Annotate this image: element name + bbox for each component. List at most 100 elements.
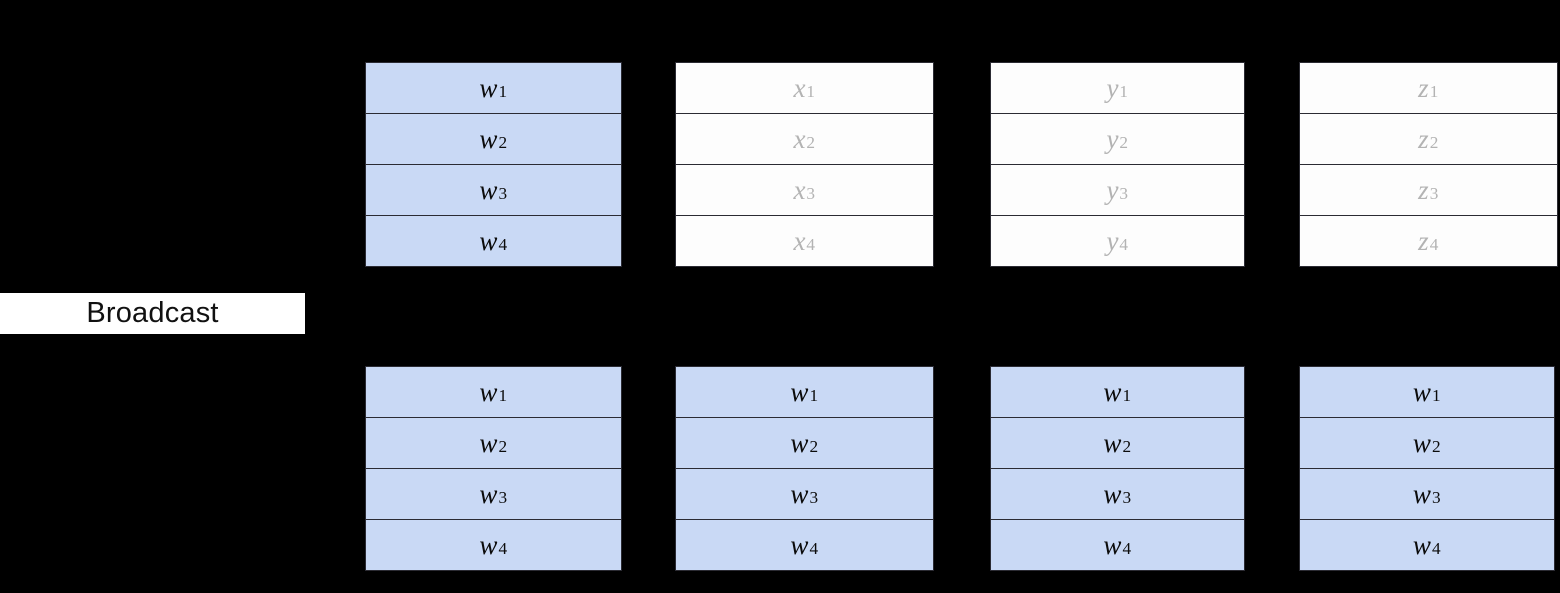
- cell-subscript: 1: [498, 386, 508, 406]
- cell-symbol: z: [1418, 72, 1430, 103]
- cell-symbol: x: [793, 225, 806, 256]
- cell-subscript: 1: [1431, 386, 1442, 406]
- cell-symbol: w: [790, 529, 809, 560]
- cell-symbol: w: [1103, 427, 1122, 458]
- cell-symbol: w: [1103, 529, 1122, 560]
- cell-symbol: z: [1418, 174, 1430, 205]
- cell-subscript: 4: [498, 539, 508, 559]
- cell-symbol: w: [479, 174, 498, 205]
- cell-symbol: w: [479, 225, 498, 256]
- cell-subscript: 2: [809, 437, 819, 457]
- cell-symbol: w: [479, 529, 498, 560]
- cell-subscript: 3: [498, 184, 508, 204]
- cell-symbol: w: [790, 376, 809, 407]
- cell-subscript: 4: [809, 539, 819, 559]
- cell-subscript: 2: [1431, 437, 1442, 457]
- cell-subscript: 2: [498, 133, 508, 153]
- cell-subscript: 4: [1431, 539, 1442, 559]
- cell-symbol: w: [790, 427, 809, 458]
- cell-symbol: y: [1106, 174, 1119, 205]
- cell-subscript: 1: [1122, 386, 1132, 406]
- cell-symbol: y: [1106, 123, 1119, 154]
- cell-symbol: w: [479, 123, 498, 154]
- cell-symbol: w: [790, 478, 809, 509]
- cell-subscript: 2: [1119, 133, 1129, 153]
- cell-subscript: 4: [1429, 235, 1439, 255]
- cell-symbol: x: [793, 123, 806, 154]
- cell-subscript: 3: [1122, 488, 1132, 508]
- broadcast-label-text: Broadcast: [86, 297, 219, 329]
- cell-subscript: 2: [498, 437, 508, 457]
- cell-symbol: w: [1412, 529, 1432, 560]
- cell-subscript: 2: [1429, 133, 1439, 153]
- cell-symbol: x: [793, 174, 806, 205]
- cell-symbol: x: [793, 72, 806, 103]
- cell-symbol: w: [1412, 376, 1432, 407]
- cell-symbol: w: [479, 72, 498, 103]
- cell-symbol: z: [1418, 123, 1430, 154]
- cell-subscript: 1: [498, 82, 508, 102]
- cell-subscript: 1: [1119, 82, 1129, 102]
- broadcast-label: Broadcast: [0, 293, 305, 334]
- cell-symbol: y: [1106, 225, 1119, 256]
- cell-subscript: 3: [1119, 184, 1129, 204]
- cell-symbol: w: [479, 427, 498, 458]
- cell-symbol: w: [1103, 376, 1122, 407]
- cell-symbol: w: [1412, 427, 1432, 458]
- cell-subscript: 2: [1122, 437, 1132, 457]
- cell-subscript: 3: [806, 184, 816, 204]
- cell-subscript: 3: [809, 488, 819, 508]
- cell-subscript: 3: [498, 488, 508, 508]
- cell-subscript: 1: [809, 386, 819, 406]
- cell-subscript: 4: [1119, 235, 1129, 255]
- cell-subscript: 1: [806, 82, 816, 102]
- cell-subscript: 1: [1429, 82, 1439, 102]
- cell-subscript: 3: [1429, 184, 1439, 204]
- cell-symbol: w: [479, 478, 498, 509]
- cell-symbol: y: [1106, 72, 1119, 103]
- cell-subscript: 3: [1431, 488, 1442, 508]
- cell-symbol: z: [1418, 225, 1430, 256]
- cell-subscript: 4: [806, 235, 816, 255]
- cell-symbol: w: [479, 376, 498, 407]
- cell-subscript: 2: [806, 133, 816, 153]
